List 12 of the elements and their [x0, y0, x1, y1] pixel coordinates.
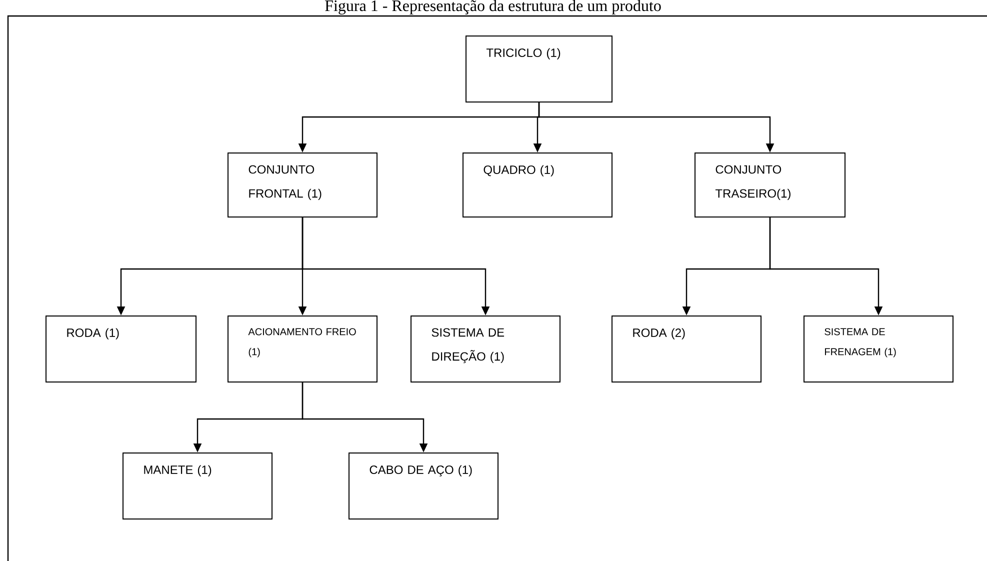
part-box: CONJUNTO FRONTAL (1) [228, 152, 378, 218]
part-box: CABO DE AÇO (1) [348, 452, 498, 520]
part-box: SISTEMA DE DIREÇÃO (1) [410, 316, 560, 382]
part-box: RODA (2) [612, 316, 762, 382]
figure-title: Figura 1 - Representação da estrutura de um produto [325, 0, 661, 14]
part-box: SISTEMA DE FRENAGEM (1) [804, 316, 954, 382]
part-box: MANETE (1) [122, 452, 272, 520]
part-box: CONJUNTO TRASEIRO(1) [694, 152, 846, 218]
part-box: QUADRO (1) [462, 152, 612, 218]
part-box: TRICICLO (1) [466, 36, 612, 102]
part-box: RODA (1) [46, 316, 196, 382]
part-box: ACIONAMENTO FREIO (1) [228, 316, 378, 382]
